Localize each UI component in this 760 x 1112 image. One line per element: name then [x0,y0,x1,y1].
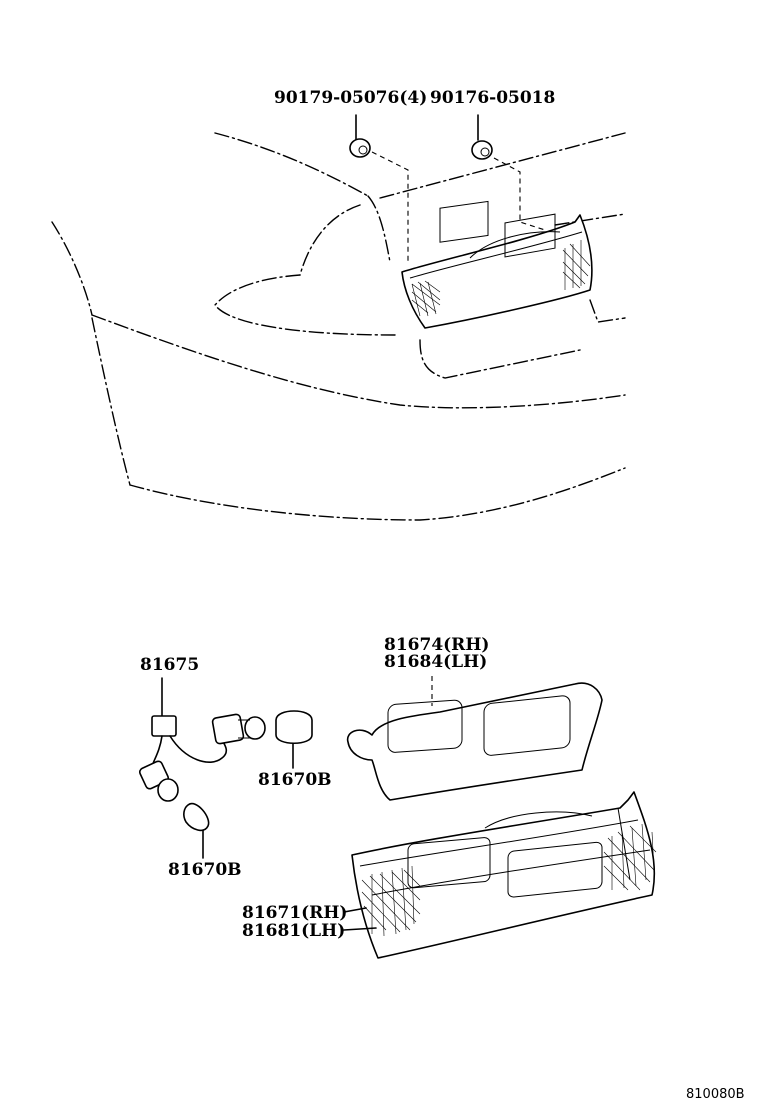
lamp-lens-icon [351,791,657,959]
bolt-b-icon [471,114,493,160]
lamp-lens-label-1: 81671(RH) [242,903,347,923]
reference-number: 810080B [686,1087,745,1102]
bulb-upper-label: 81670B [258,770,332,790]
gasket-label-2: 81684(LH) [384,652,487,672]
bolt-a-label: 90179-05076(4) [274,88,427,108]
lamp-lens-leader [343,907,377,931]
gasket-icon [346,676,603,801]
bolt-a-icon [349,114,371,158]
lamp-lens-label-2: 81681(LH) [242,921,345,941]
gasket-label-1: 81674(RH) [384,635,489,655]
bolt-b-label: 90176-05018 [430,88,555,108]
bolt-leaders [371,151,546,262]
socket-wire-icon [138,677,266,802]
bulb-upper-icon [275,710,313,769]
assembled-lamp [401,200,593,329]
car-body-outline [51,132,626,521]
bulb-lower-label: 81670B [168,860,242,880]
socket-wire-label: 81675 [140,655,199,675]
bulb-lower-icon [183,802,210,859]
